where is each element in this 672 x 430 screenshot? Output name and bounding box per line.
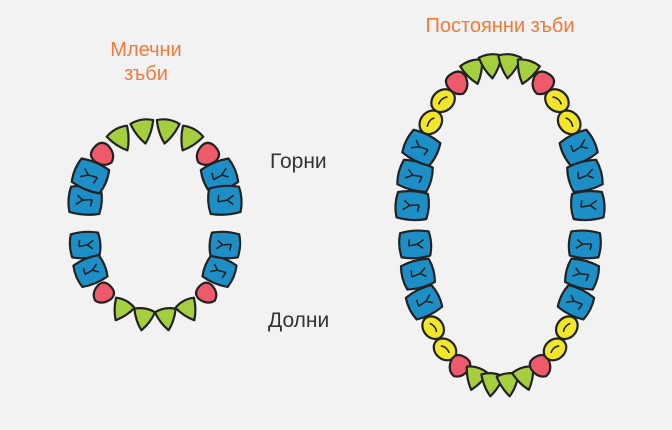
perm-upper-molar-tooth	[569, 190, 606, 222]
milk-lower-incisor-tooth	[153, 307, 177, 332]
milk-upper-molar-tooth	[199, 157, 240, 195]
permanent-teeth-title: Постоянни зъби	[425, 15, 575, 37]
perm-lower-incisor-tooth	[495, 372, 520, 398]
milk-lower-canine-tooth	[194, 281, 218, 304]
milk-lower-incisor-tooth	[174, 296, 197, 322]
milk-upper-molar-tooth	[207, 184, 243, 216]
perm-lower-premolar-tooth	[542, 337, 568, 362]
perm-upper-canine-tooth	[444, 70, 469, 96]
perm-lower-molar-tooth	[563, 257, 601, 291]
milk-lower-molar-tooth	[68, 230, 102, 260]
perm-upper-incisor-tooth	[477, 53, 503, 80]
milk-upper-molar-tooth	[70, 157, 111, 195]
perm-upper-canine-tooth	[531, 70, 556, 96]
milk-lower-incisor-tooth	[113, 296, 136, 322]
perm-lower-molar-tooth	[398, 229, 433, 260]
perm-lower-molar-tooth	[404, 283, 444, 321]
milk-upper-incisor-tooth	[155, 118, 181, 145]
perm-lower-molar-tooth	[556, 283, 596, 321]
perm-upper-premolar-tooth	[544, 88, 570, 114]
milk-lower-molar-tooth	[72, 253, 109, 289]
perm-upper-incisor-tooth	[497, 53, 523, 80]
milk-upper-incisor-tooth	[180, 124, 205, 152]
perm-upper-molar-tooth	[394, 190, 431, 222]
perm-upper-premolar-tooth	[556, 109, 582, 136]
permanent-lower-arch	[398, 229, 602, 398]
milk-lower-arch	[68, 230, 242, 332]
perm-upper-incisor-tooth	[459, 58, 484, 85]
perm-upper-molar-tooth	[401, 128, 442, 167]
perm-upper-molar-tooth	[396, 158, 434, 194]
milk-lower-molar-tooth	[201, 253, 238, 289]
milk-upper-incisor-tooth	[105, 124, 130, 152]
permanent-upper-arch	[394, 53, 606, 222]
milk-lower-incisor-tooth	[133, 307, 157, 332]
milk-lower-molar-tooth	[208, 230, 242, 260]
milk-teeth-title: Млечни зъби	[110, 39, 182, 85]
perm-lower-premolar-tooth	[421, 315, 446, 341]
perm-lower-incisor-tooth	[511, 365, 535, 391]
milk-upper-arch	[67, 118, 243, 216]
perm-lower-molar-tooth	[567, 229, 602, 260]
milk-lower-canine-tooth	[92, 281, 116, 304]
milk-upper-incisor-tooth	[129, 118, 155, 145]
perm-upper-incisor-tooth	[516, 58, 541, 85]
upper-jaw-label: Горни	[270, 150, 327, 173]
lower-jaw-label: Долни	[268, 309, 330, 332]
milk-upper-canine-tooth	[89, 141, 115, 166]
perm-lower-molar-tooth	[399, 257, 437, 291]
perm-lower-incisor-tooth	[465, 365, 489, 391]
perm-upper-premolar-tooth	[418, 109, 444, 136]
perm-lower-premolar-tooth	[554, 315, 579, 341]
perm-upper-molar-tooth	[566, 158, 604, 194]
